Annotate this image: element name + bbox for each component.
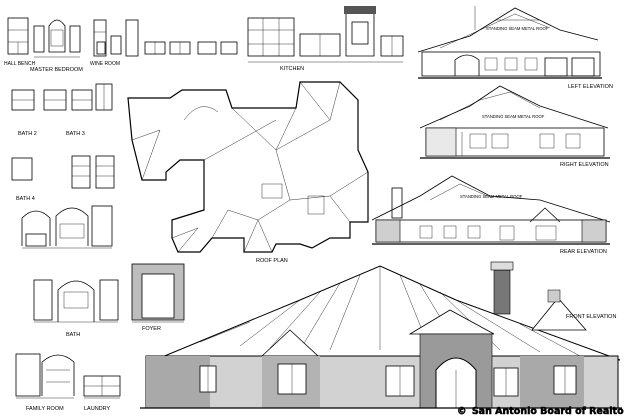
master-bath-drawing — [21, 205, 113, 249]
left-elevation-drawing — [417, 6, 602, 79]
left-elevation-label: LEFT ELEVATION — [568, 84, 613, 90]
copyright-symbol: © — [457, 406, 467, 417]
left-elevation-roof-note: STANDING SEAM METAL ROOF — [486, 26, 549, 31]
right-elevation-label: RIGHT ELEVATION — [560, 162, 609, 168]
roof-plan-label: ROOF PLAN — [256, 258, 288, 264]
rear-elevation-label: REAR ELEVATION — [560, 249, 607, 255]
hall-bench-label: HALL BENCH — [4, 61, 36, 67]
cabinet-elevations-strip — [144, 41, 238, 55]
family-room-drawing — [15, 353, 75, 399]
foyer-label: FOYER — [142, 326, 161, 332]
bath-label: BATH — [66, 332, 80, 338]
laundry-drawing — [83, 375, 121, 399]
right-elevation-roof-note: STANDING SEAM METAL ROOF — [482, 114, 545, 119]
bath-3-label: BATH 3 — [66, 131, 85, 137]
wine-room-label: WINE ROOM — [90, 61, 120, 67]
front-elevation-label: FRONT ELEVATION — [566, 314, 616, 320]
roof-plan-drawing — [127, 81, 369, 253]
family-room-label: FAMILY ROOM — [26, 406, 64, 412]
rear-elevation-drawing — [371, 175, 611, 245]
standing-seam-lines — [199, 266, 581, 357]
right-elevation-drawing — [419, 85, 610, 159]
master-bedroom-label: MASTER BEDROOM — [30, 67, 83, 73]
bath-2-label: BATH 2 — [18, 131, 37, 137]
copyright-watermark: © San Antonio Board of Realtors 2019 — [457, 406, 624, 418]
laundry-label: LAUNDRY — [84, 406, 111, 412]
wine-room-drawing — [93, 19, 139, 57]
bath-4-drawing — [11, 155, 115, 189]
kitchen-label: KITCHEN — [280, 66, 304, 72]
front-elevation-drawing — [140, 261, 622, 409]
master-bedroom-drawing — [33, 19, 81, 58]
bath-drawing — [33, 279, 119, 323]
rear-elevation-roof-note: STANDING SEAM METAL ROOF — [460, 194, 523, 199]
foyer-drawing — [131, 263, 185, 323]
svg-text:© San Antonio Board of R: © San Antonio Board of Realtors 2019 — [457, 406, 624, 417]
hall-bench-drawing — [7, 17, 29, 55]
kitchen-drawing — [247, 6, 404, 63]
bath-2-3-drawing — [11, 83, 113, 111]
bath-4-label: BATH 4 — [16, 196, 35, 202]
copyright-holder: San Antonio Board of Realtors — [472, 406, 624, 417]
